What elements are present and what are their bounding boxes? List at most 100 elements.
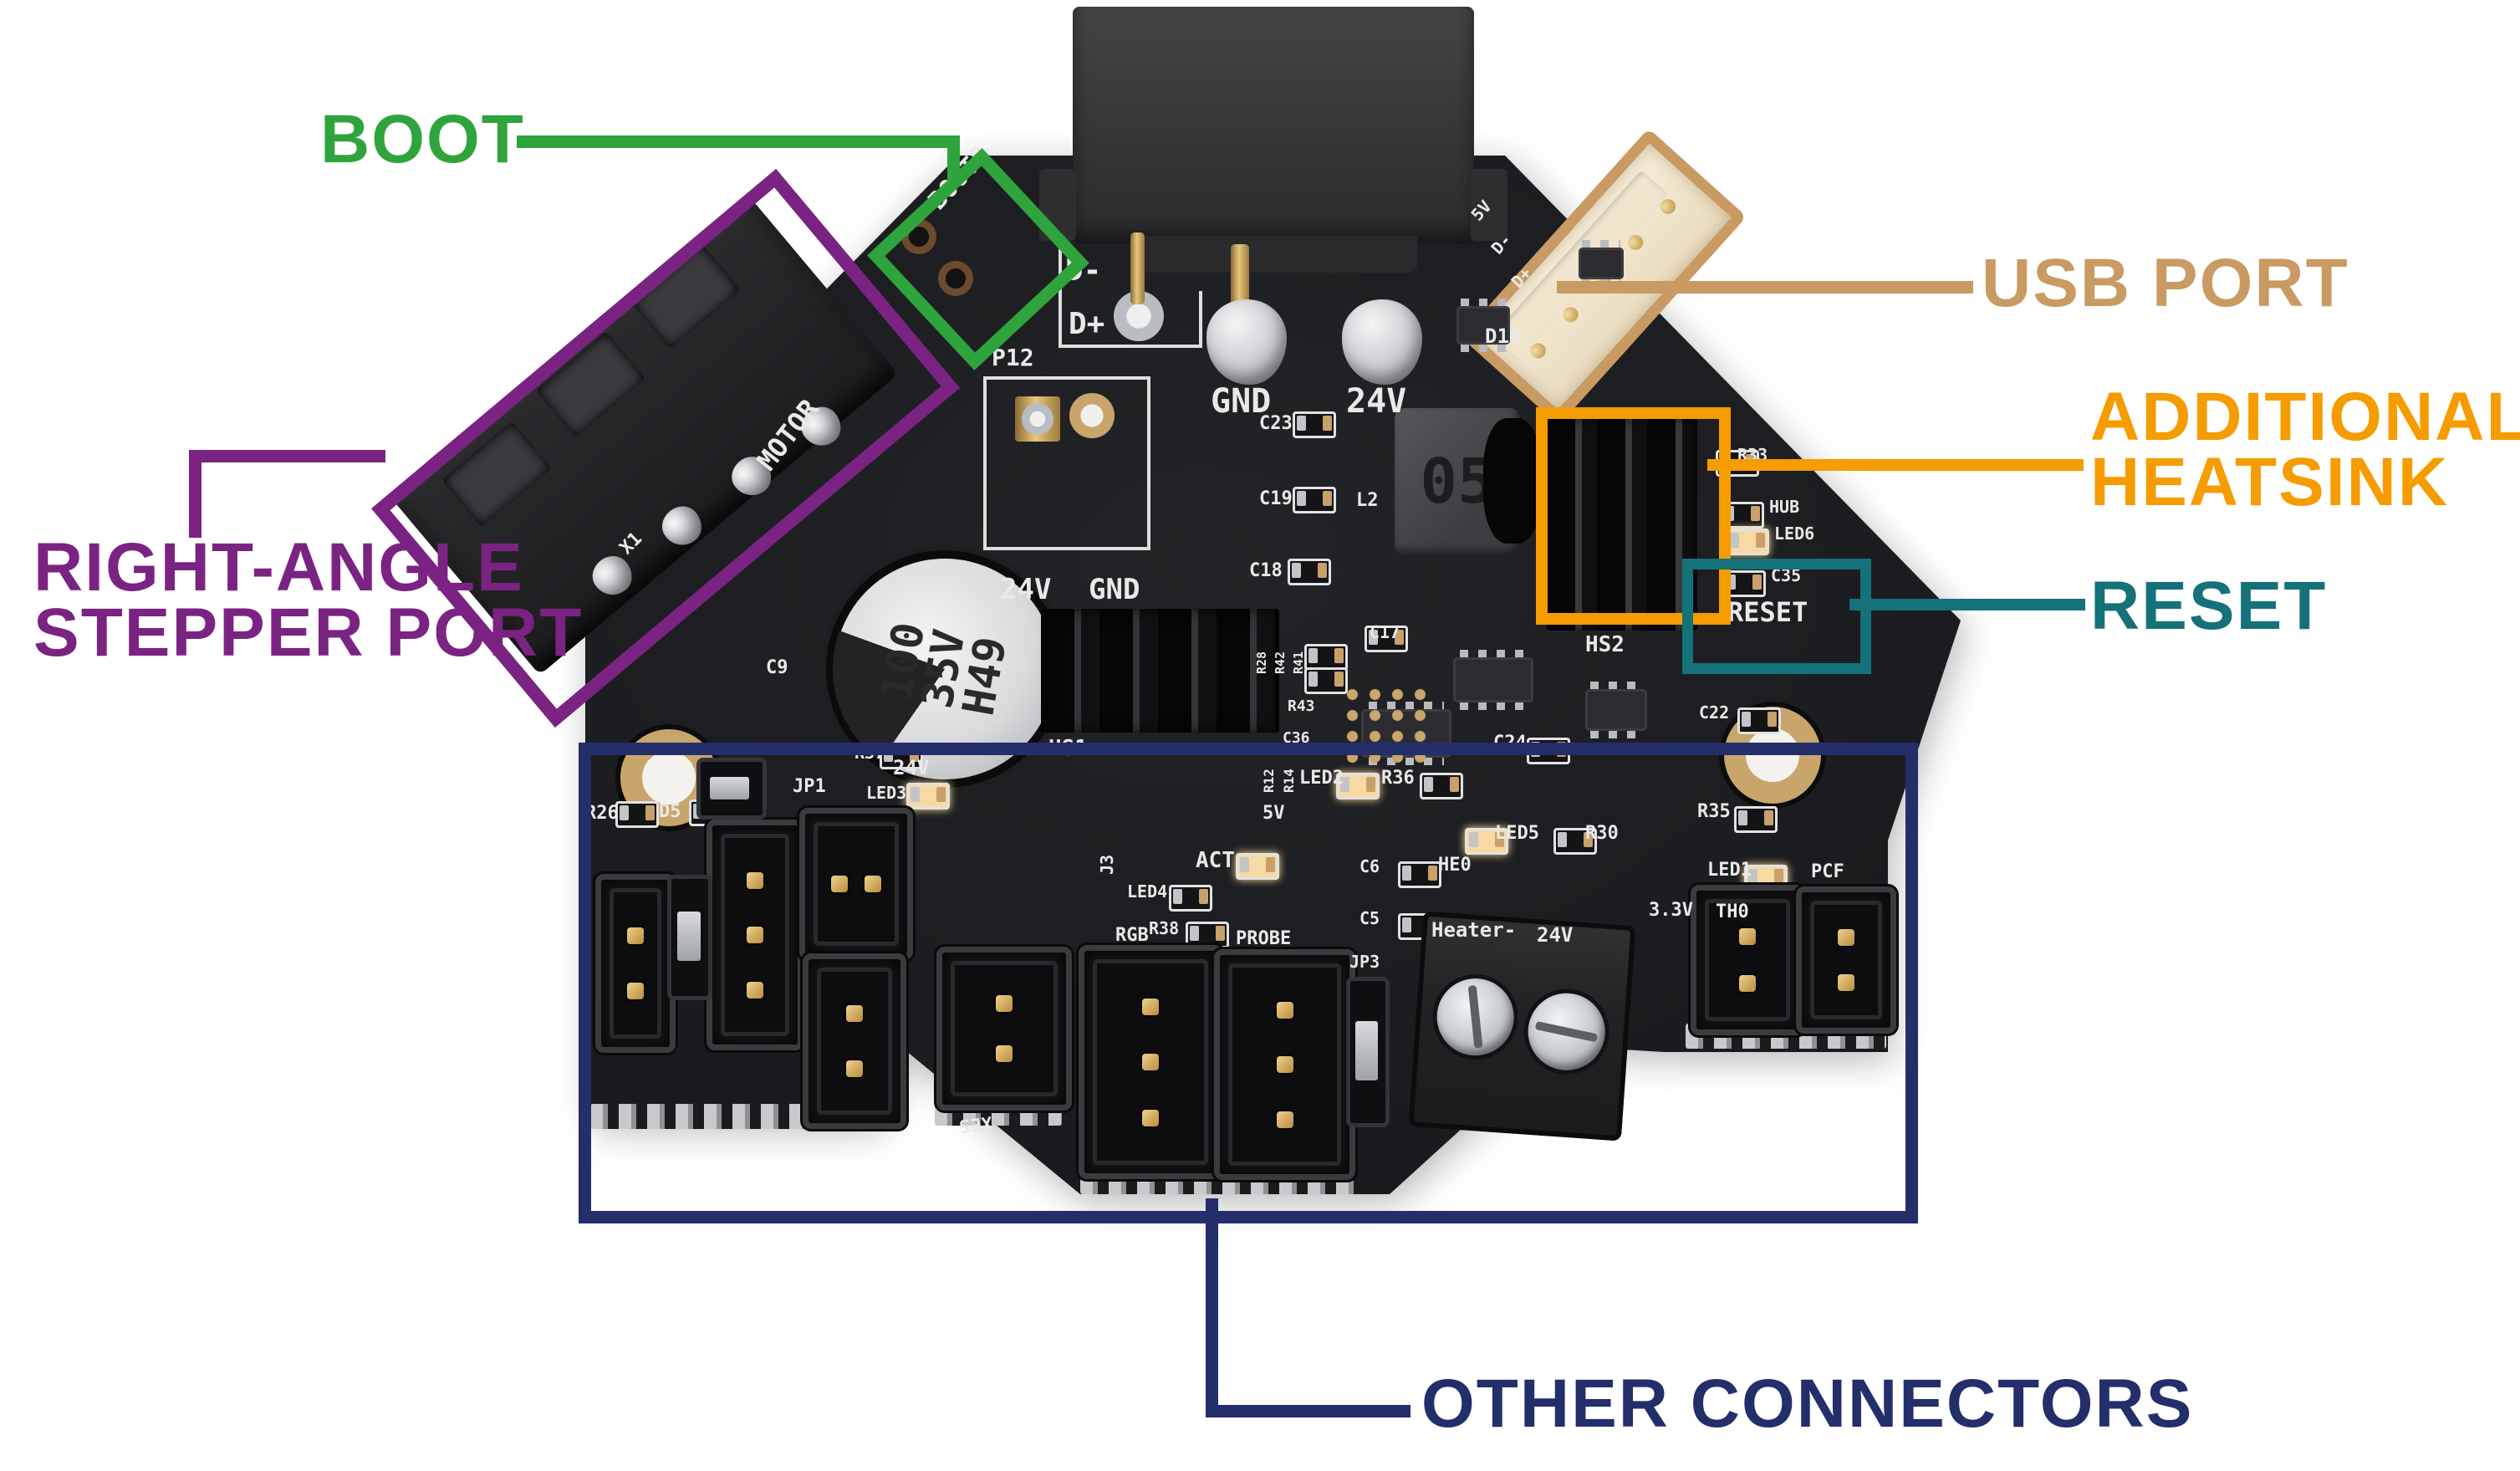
jst-connector [707, 820, 803, 1050]
inductor-l2: 05 [1395, 408, 1542, 555]
silkscreen-text: 24V [1537, 923, 1574, 947]
silkscreen-text: LED4 [1127, 881, 1168, 901]
silkscreen-text: TH0 [1716, 901, 1749, 922]
connector-pin [1142, 1109, 1159, 1126]
solder-blob-gnd [1206, 299, 1287, 385]
silkscreen-text: ACT [1196, 848, 1235, 873]
connector-pin [747, 871, 763, 889]
silkscreen-text: C19 [1259, 488, 1293, 509]
silkscreen-text: GND [1089, 573, 1140, 606]
silkscreen-text: LED1 [1707, 860, 1752, 881]
smd-component [1398, 861, 1441, 888]
silkscreen-text: LED5 [1495, 823, 1539, 844]
other-connectors-leader-line [1206, 1198, 1218, 1417]
smd-component [1304, 644, 1348, 671]
silkscreen-text: HUB [1769, 497, 1800, 517]
inductor-marking: 05 [1420, 446, 1495, 518]
silkscreen-text: HE0 [1438, 855, 1472, 876]
silkscreen-text: PCF [1811, 861, 1844, 882]
silkscreen-text: C36 [1283, 729, 1310, 747]
additional-heatsink-line2: HEATSINK [2090, 443, 2450, 520]
boot-label: BOOT [320, 101, 525, 177]
connector-pin [996, 994, 1013, 1012]
connector-pin [865, 876, 882, 892]
jumper-block [696, 758, 767, 820]
connector-pin [1739, 928, 1756, 946]
capacitor-marking-line: H49 [953, 632, 1017, 719]
silkscreen-text: JP3 [1349, 952, 1380, 972]
silkscreen-text: C22 [1699, 702, 1730, 723]
silkscreen-text: RESET [1727, 596, 1808, 628]
silkscreen-text: RGB [1115, 925, 1149, 946]
silkscreen-text: D10 [1485, 324, 1522, 348]
smd-component [1365, 626, 1408, 652]
p12-round-pad [1069, 393, 1115, 438]
silkscreen-text: D+ [1069, 307, 1105, 341]
silkscreen-text: R35 [1697, 801, 1731, 822]
silkscreen-text: P12 [992, 344, 1034, 371]
smd-component [1304, 667, 1348, 694]
smd-component [1336, 773, 1380, 799]
top-power-connector [1073, 7, 1474, 244]
connector-pin [830, 876, 848, 892]
smd-component [1726, 529, 1769, 555]
top-connector-tab-left [1039, 169, 1076, 241]
ic-chip [1585, 682, 1647, 738]
stepper-port-line2: STEPPER PORT [33, 594, 584, 671]
smd-component [906, 783, 950, 810]
silkscreen-text: L2 [1356, 490, 1379, 511]
jst-connector [799, 808, 913, 960]
reset-leader-line [1849, 599, 2085, 610]
top-connector-lip [1141, 236, 1417, 273]
ic-chip [1453, 650, 1533, 710]
connector-pin [1276, 1111, 1293, 1128]
reset-highlight-box [1682, 559, 1871, 674]
silkscreen-text: C5 [1359, 908, 1380, 928]
silkscreen-text: R41 [1291, 651, 1306, 674]
other-connectors-leader-foot [1206, 1405, 1410, 1417]
connector-pin [1276, 1001, 1293, 1019]
silkscreen-text: D- [1065, 253, 1102, 288]
reset-label: RESET [2090, 568, 2328, 644]
jst-connector [1214, 949, 1355, 1180]
silkscreen-text: R26 [585, 803, 619, 824]
connector-pin [846, 1060, 863, 1077]
silkscreen-text: GND [1211, 382, 1272, 421]
silkscreen-text: LED2 [1299, 768, 1344, 789]
jumper-block [1346, 977, 1390, 1127]
p12-pad-hole [1022, 403, 1053, 435]
additional-heatsink-line1: ADDITIONAL [2090, 379, 2520, 455]
usb-port-label: USB PORT [1982, 245, 2349, 321]
other-connectors-highlight-box [579, 743, 1918, 1223]
smd-component [1420, 773, 1463, 799]
boot-leader-elbow [947, 135, 960, 181]
connector-pin [1838, 929, 1854, 946]
solder-blob-24v [1342, 299, 1422, 385]
smd-component [1734, 806, 1778, 833]
stepper-leader-elbow [189, 450, 201, 538]
ic-chip [1456, 299, 1510, 352]
silkscreen-text: C18 [1249, 560, 1283, 581]
other-connectors-label: OTHER CONNECTORS [1421, 1366, 2194, 1442]
connector-pin [846, 1005, 863, 1023]
silkscreen-text: R36 [1381, 768, 1415, 789]
heatsink-leader-line [1707, 459, 2084, 471]
silkscreen-text: D5 [659, 801, 681, 822]
silkscreen-text: 24V [1346, 382, 1407, 421]
connector-pin [747, 981, 763, 999]
silk-bracket [1059, 345, 1202, 348]
jst-connector [595, 874, 676, 1053]
silkscreen-text: C6 [1359, 856, 1380, 876]
silkscreen-text: C9 [766, 657, 788, 678]
silkscreen-text: R28 [1254, 651, 1269, 674]
silkscreen-text: 5V [1263, 803, 1285, 824]
stepper-leader-line [189, 450, 385, 462]
smd-component [1236, 853, 1279, 880]
smd-component [1293, 487, 1336, 513]
silkscreen-text: R38 [1149, 918, 1180, 938]
boot0-pad [901, 219, 936, 254]
silkscreen-text: JP1 [793, 776, 826, 797]
jst-connector [1796, 886, 1896, 1034]
ic-chip [1579, 240, 1624, 287]
connector-pin [627, 927, 644, 944]
